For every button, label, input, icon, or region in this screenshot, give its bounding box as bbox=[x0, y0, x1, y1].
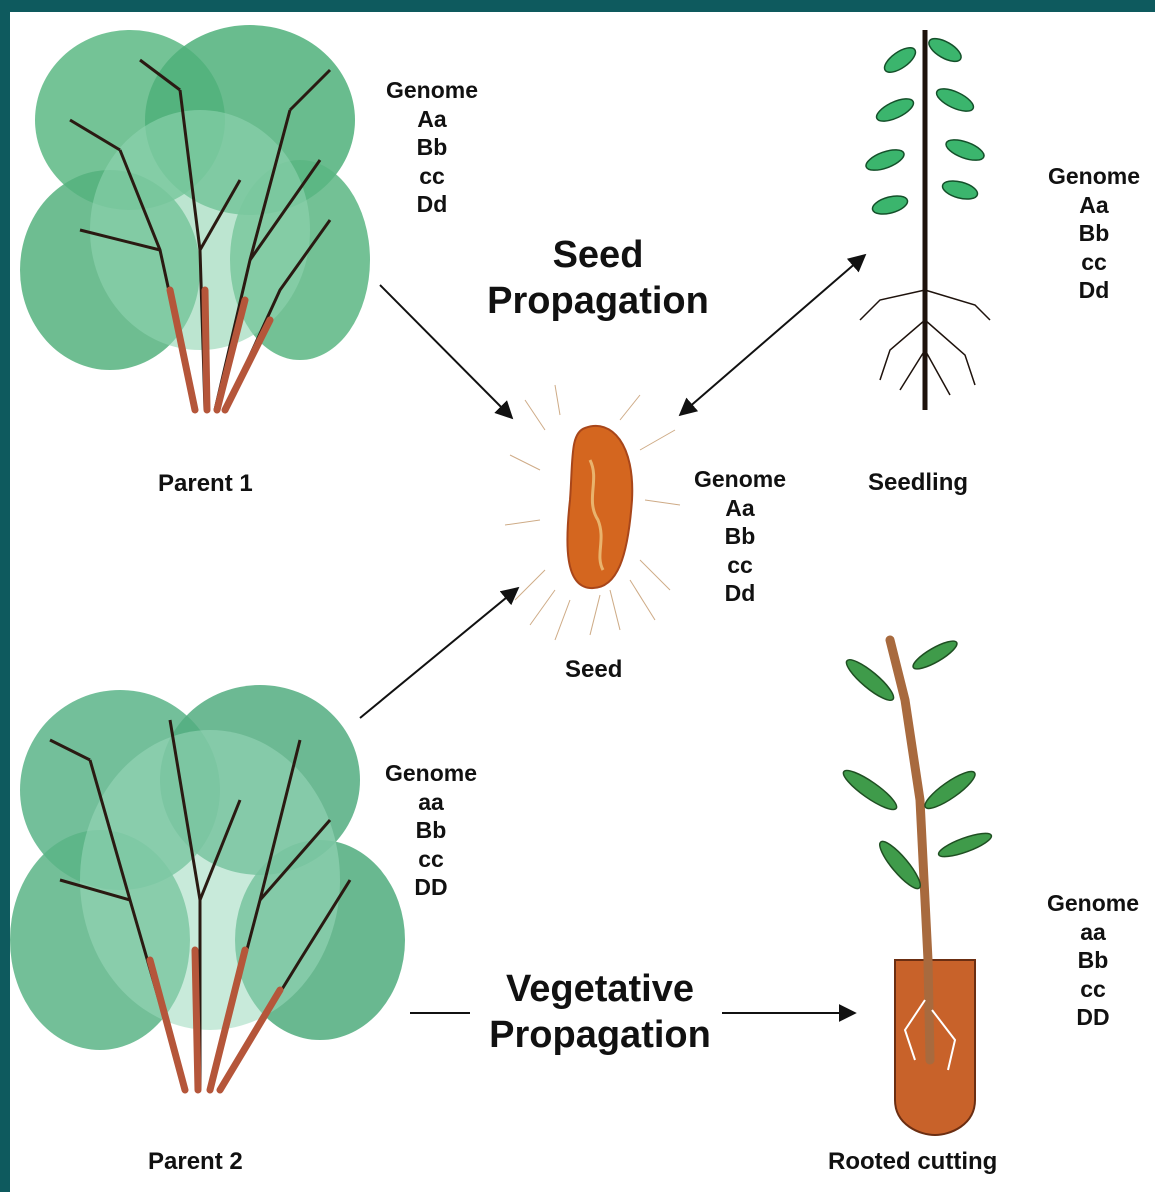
allele: cc bbox=[1033, 975, 1153, 1004]
seed-propagation-line1: Seed bbox=[458, 232, 738, 278]
allele: Bb bbox=[1033, 946, 1153, 975]
allele: cc bbox=[371, 845, 491, 874]
seed-genome: Genome Aa Bb cc Dd bbox=[680, 465, 800, 608]
seed-propagation-line2: Propagation bbox=[458, 278, 738, 324]
seed-illustration bbox=[505, 385, 680, 640]
rooted-cutting-illustration bbox=[839, 636, 994, 1135]
allele: DD bbox=[371, 873, 491, 902]
seed-label: Seed bbox=[565, 656, 622, 684]
allele: Dd bbox=[372, 190, 492, 219]
parent1-label: Parent 1 bbox=[158, 470, 253, 498]
allele: Bb bbox=[372, 133, 492, 162]
parent1-tree-illustration bbox=[20, 25, 370, 410]
vegetative-propagation-line2: Propagation bbox=[455, 1012, 745, 1058]
allele: aa bbox=[1033, 918, 1153, 947]
parent1-genome: Genome Aa Bb cc Dd bbox=[372, 76, 492, 219]
allele: Aa bbox=[680, 494, 800, 523]
genome-heading: Genome bbox=[1033, 889, 1153, 918]
allele: Dd bbox=[680, 579, 800, 608]
genome-heading: Genome bbox=[1034, 162, 1154, 191]
parent2-genome: Genome aa Bb cc DD bbox=[371, 759, 491, 902]
allele: DD bbox=[1033, 1003, 1153, 1032]
allele: Bb bbox=[680, 522, 800, 551]
allele: Dd bbox=[1034, 276, 1154, 305]
parent2-tree-illustration bbox=[10, 685, 405, 1090]
allele: cc bbox=[680, 551, 800, 580]
allele: Bb bbox=[371, 816, 491, 845]
arrow-parent2-to-seed bbox=[360, 588, 518, 718]
genome-heading: Genome bbox=[371, 759, 491, 788]
parent2-label: Parent 2 bbox=[148, 1148, 243, 1176]
rooted-cutting-label: Rooted cutting bbox=[828, 1148, 997, 1176]
seed-propagation-title: Seed Propagation bbox=[458, 232, 738, 324]
allele: cc bbox=[372, 162, 492, 191]
allele: Aa bbox=[1034, 191, 1154, 220]
seedling-label: Seedling bbox=[868, 469, 968, 497]
seedling-illustration bbox=[860, 30, 990, 410]
genome-heading: Genome bbox=[372, 76, 492, 105]
vegetative-propagation-title: Vegetative Propagation bbox=[455, 966, 745, 1058]
rooted-cutting-genome: Genome aa Bb cc DD bbox=[1033, 889, 1153, 1032]
allele: Bb bbox=[1034, 219, 1154, 248]
genome-heading: Genome bbox=[680, 465, 800, 494]
allele: Aa bbox=[372, 105, 492, 134]
vegetative-propagation-line1: Vegetative bbox=[455, 966, 745, 1012]
allele: aa bbox=[371, 788, 491, 817]
seedling-genome: Genome Aa Bb cc Dd bbox=[1034, 162, 1154, 305]
allele: cc bbox=[1034, 248, 1154, 277]
